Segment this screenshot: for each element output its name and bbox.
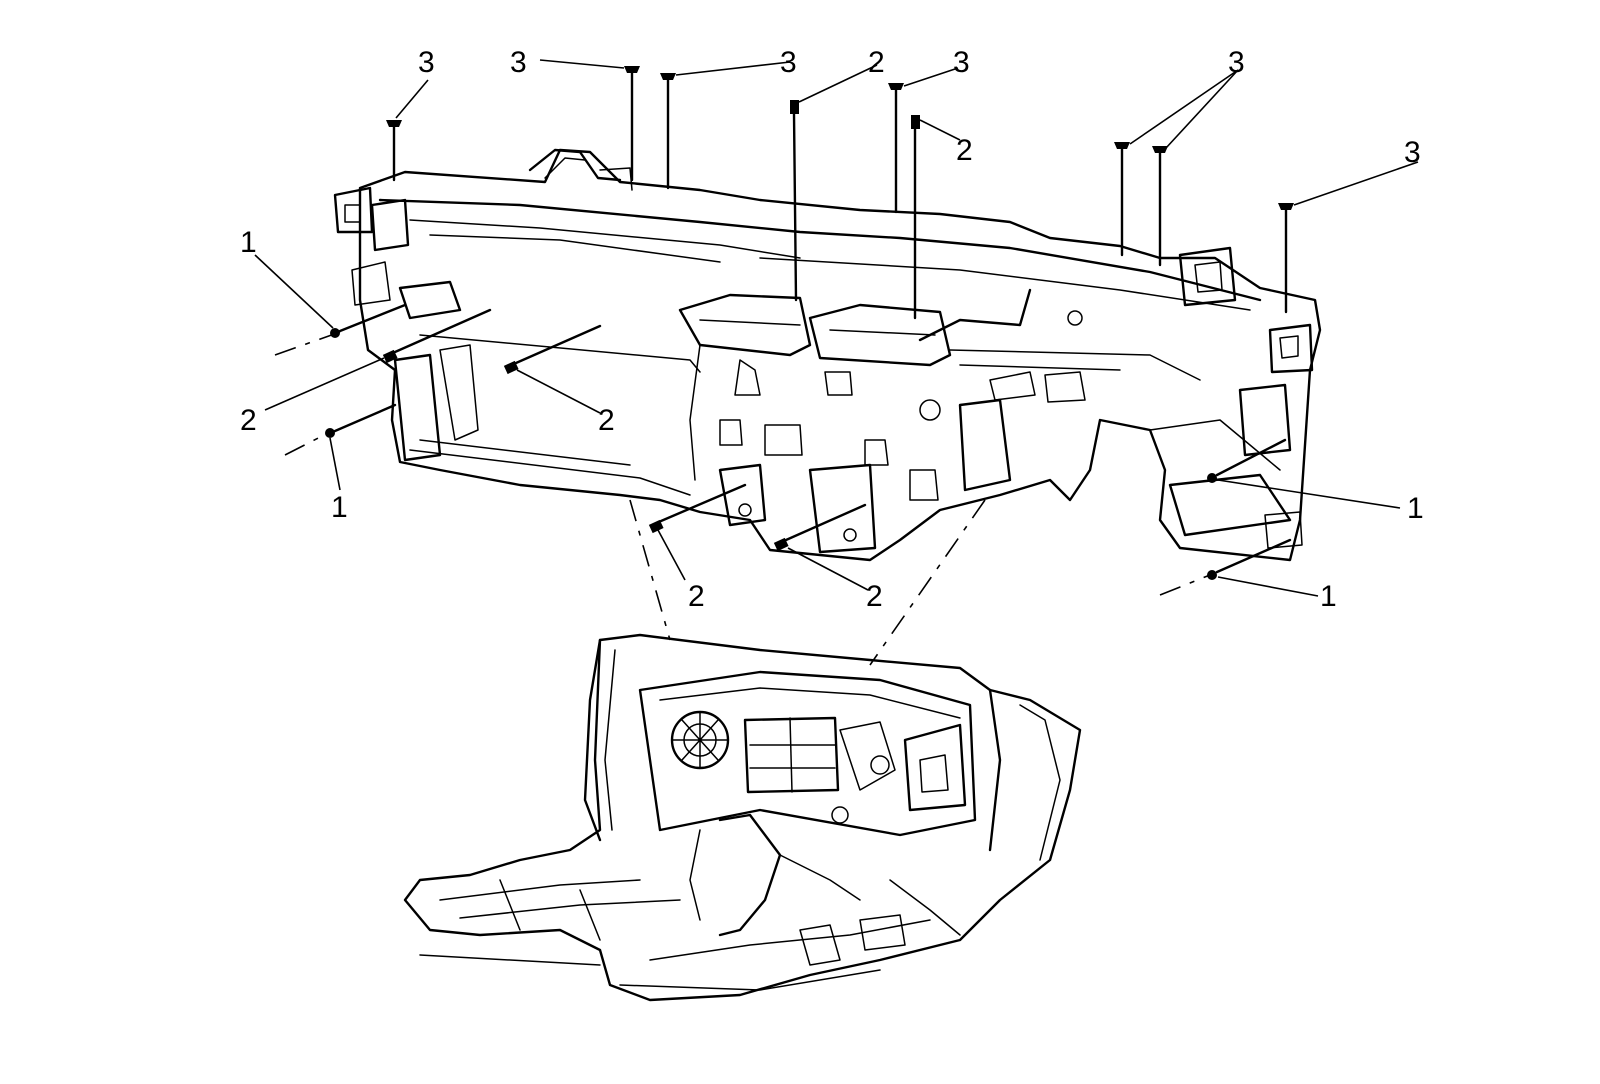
bolt-2-group (382, 100, 920, 552)
nut-1-group (325, 303, 1292, 580)
bolt-3g (1278, 203, 1294, 314)
instrument-panel-carrier (333, 148, 1322, 562)
callout-3-d: 3 (953, 46, 970, 79)
bolt-2d (503, 324, 602, 375)
callout-2-a: 2 (868, 46, 885, 79)
callout-2-e: 2 (688, 580, 705, 613)
bolt-3d (888, 83, 904, 214)
callout-2-c: 2 (240, 404, 257, 437)
leader-lines (254, 59, 1419, 597)
callout-3-b: 3 (510, 46, 527, 79)
vehicle-body-floor (403, 633, 1082, 1002)
callout-2-f: 2 (866, 580, 883, 613)
bolt-2e (648, 483, 747, 534)
alignment-lines (274, 331, 1211, 666)
bolt-3a (386, 120, 402, 182)
callout-3-c: 3 (780, 46, 797, 79)
callout-1-d: 1 (1320, 580, 1337, 613)
bolt-3f (1152, 146, 1168, 267)
bolt-2b (911, 115, 920, 320)
callout-labels: 3 3 3 2 3 3 2 3 1 2 2 1 1 2 2 1 (240, 46, 1424, 613)
nut-1a (330, 303, 407, 338)
callout-2-b: 2 (956, 134, 973, 167)
callout-1-a: 1 (240, 226, 257, 259)
callout-3-f: 3 (1404, 136, 1421, 169)
bolt-2c (382, 308, 492, 364)
callout-1-b: 1 (331, 491, 348, 524)
callout-3-e: 3 (1228, 46, 1245, 79)
bolt-2a (790, 100, 799, 302)
bolt-3b (624, 66, 640, 182)
bolt-2f (773, 503, 867, 552)
nut-1c (1207, 438, 1287, 483)
bolt-3-group (386, 66, 1294, 314)
callout-2-d: 2 (598, 404, 615, 437)
callout-3-a: 3 (418, 46, 435, 79)
callout-1-c: 1 (1407, 492, 1424, 525)
bolt-3c (660, 73, 676, 190)
bolt-3e (1114, 142, 1130, 257)
nut-1d (1207, 538, 1292, 580)
nut-1b (325, 403, 397, 438)
